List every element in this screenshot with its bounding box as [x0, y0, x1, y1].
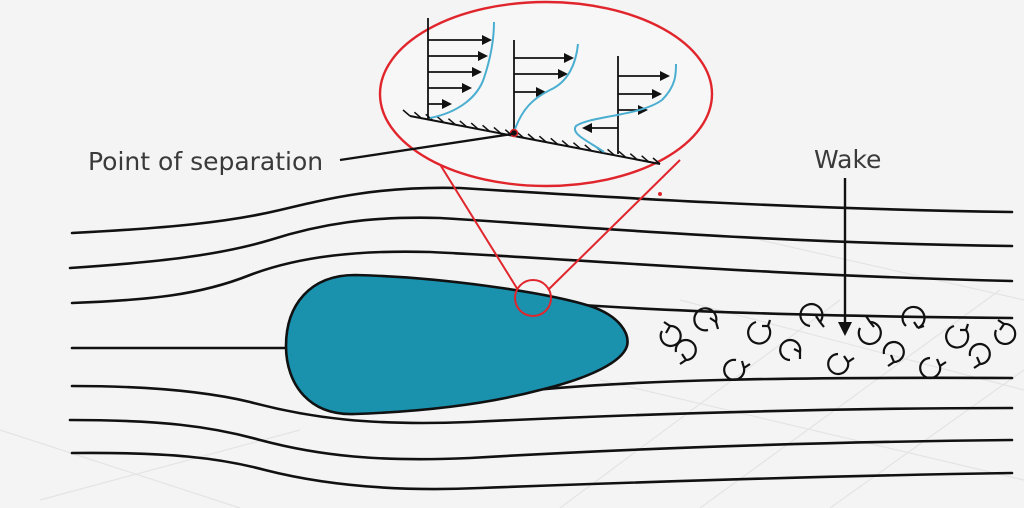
vortex-icon: [882, 340, 905, 367]
vortex-icon: [968, 342, 991, 369]
vortex-icon: [857, 315, 882, 346]
hatch-mark: [425, 113, 434, 121]
hatch-mark: [470, 122, 479, 130]
streamline-9: [70, 451, 1014, 491]
vortex-icon: [659, 321, 682, 348]
velocity-profile-1: [427, 18, 492, 120]
streamline-1: [70, 186, 1014, 235]
red-dot: [658, 192, 662, 196]
vortex-icon: [799, 303, 825, 328]
hatch-mark: [607, 148, 616, 156]
hatch-mark: [572, 142, 581, 150]
hatch-mark: [527, 133, 536, 141]
background-grid: [0, 239, 1024, 508]
hatch-mark: [402, 109, 411, 117]
hatch-mark: [561, 139, 570, 148]
hatch-mark: [629, 153, 638, 161]
label-point-of-separation: Point of separation: [88, 147, 323, 176]
separation-leader-line: [339, 132, 513, 162]
hatch-mark: [482, 124, 491, 132]
wake-arrow: [838, 178, 852, 336]
magnifier-line-right: [547, 159, 681, 291]
label-wake: Wake: [814, 145, 881, 174]
vortex-icon: [674, 338, 697, 365]
velocity-curve-3: [573, 63, 677, 153]
hatch-mark: [447, 118, 456, 126]
hatch-mark: [493, 126, 502, 135]
wake-vortices: [659, 303, 1017, 381]
hatch-mark: [459, 120, 468, 128]
vortex-icon: [945, 323, 970, 349]
separation-point-marker: [509, 128, 519, 138]
vortex-icon: [747, 319, 772, 345]
hatch-mark: [652, 157, 661, 165]
boundary-layer-detail: [402, 18, 677, 165]
streamline-2: [68, 216, 1014, 270]
velocity-curve-1: [429, 21, 495, 119]
hatch-mark: [550, 137, 559, 145]
streamline-8: [68, 418, 1014, 461]
velocity-profile-2: [513, 40, 574, 133]
magnifier-ellipse: [378, 0, 714, 188]
vortex-icon: [994, 319, 1017, 345]
bluff-body: [284, 273, 629, 416]
magnifier: [378, 0, 714, 317]
vortex-icon: [693, 307, 720, 332]
hatch-mark: [618, 150, 627, 159]
velocity-curve-2: [513, 43, 579, 133]
vortex-icon: [723, 358, 751, 381]
streamline-6: [533, 376, 1014, 392]
hatch-mark: [436, 115, 445, 124]
hatch-mark: [641, 155, 650, 163]
hatch-mark: [413, 111, 422, 119]
vortex-icon: [779, 338, 802, 362]
streamline-3: [70, 250, 1014, 305]
vortex-icon: [827, 352, 855, 376]
vortex-icon: [919, 356, 947, 380]
vortex-icon: [901, 305, 926, 330]
hatch-mark: [538, 135, 547, 143]
velocity-profile-3: [582, 56, 670, 154]
streamline-7: [70, 384, 1014, 425]
separation-highlight-circle: [514, 279, 552, 317]
hatch-mark: [584, 144, 593, 152]
